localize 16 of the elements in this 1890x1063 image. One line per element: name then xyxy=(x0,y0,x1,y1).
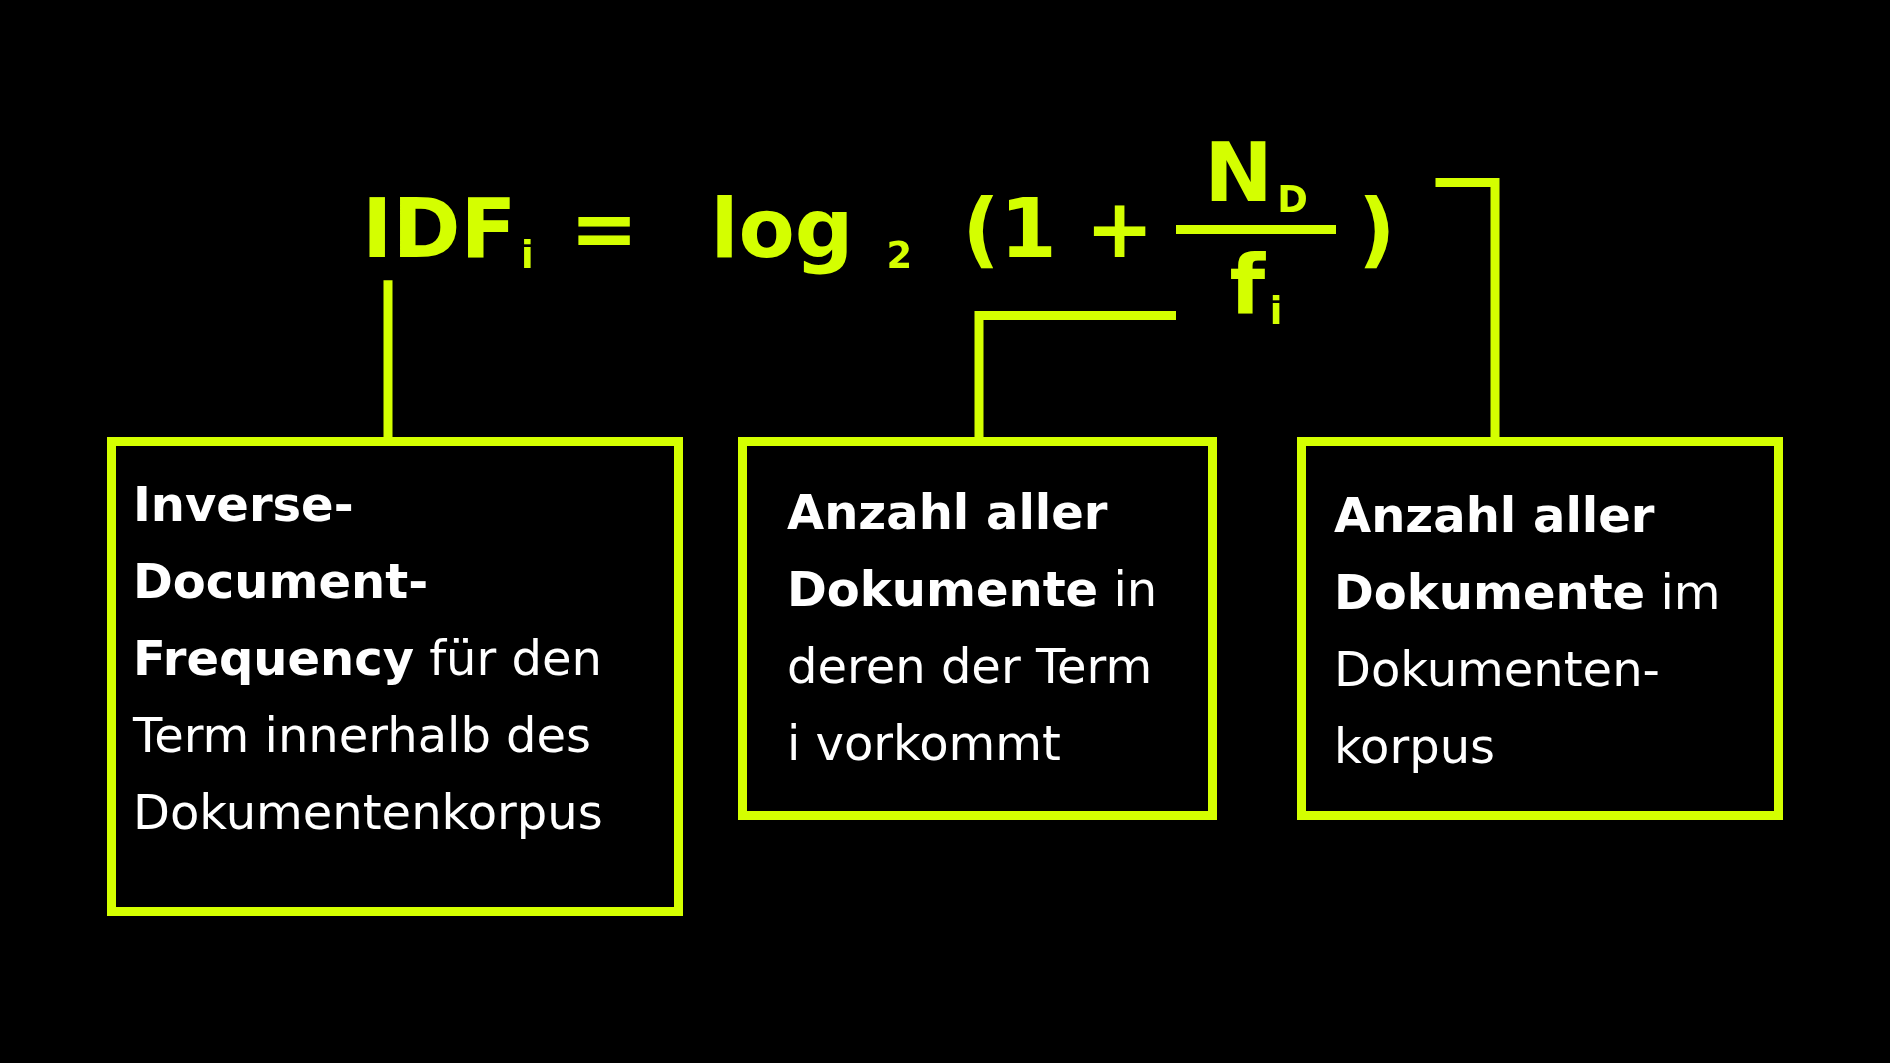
formula-term: f$_{i}$ xyxy=(1175,233,1336,336)
callout-box xyxy=(738,437,1217,820)
callout-box xyxy=(1297,437,1783,820)
callout-text: Anzahl aller Dokumente in deren der Term i vorkommt xyxy=(787,483,1159,773)
logarithm-term: log $_{2}$ xyxy=(710,179,913,279)
formula-term: N$_{D}$ xyxy=(1203,124,1309,224)
callout-text: Inverse-Document-Frequency für den Term innerhalb des Dokumentenkorpus xyxy=(133,475,604,842)
closing-parenthesis: ) xyxy=(1357,179,1396,278)
equals-sign: = xyxy=(569,179,639,278)
formula-term: IDF$_{i}$ xyxy=(362,177,534,281)
leader-line xyxy=(974,311,1176,437)
formula-text: (1 + xyxy=(962,179,1154,278)
leader-line xyxy=(1435,178,1500,437)
callout-text: Anzahl aller Dokumente im Dokumenten-korpus xyxy=(1334,486,1722,776)
leader-line xyxy=(383,280,393,437)
callout-box xyxy=(107,437,683,916)
